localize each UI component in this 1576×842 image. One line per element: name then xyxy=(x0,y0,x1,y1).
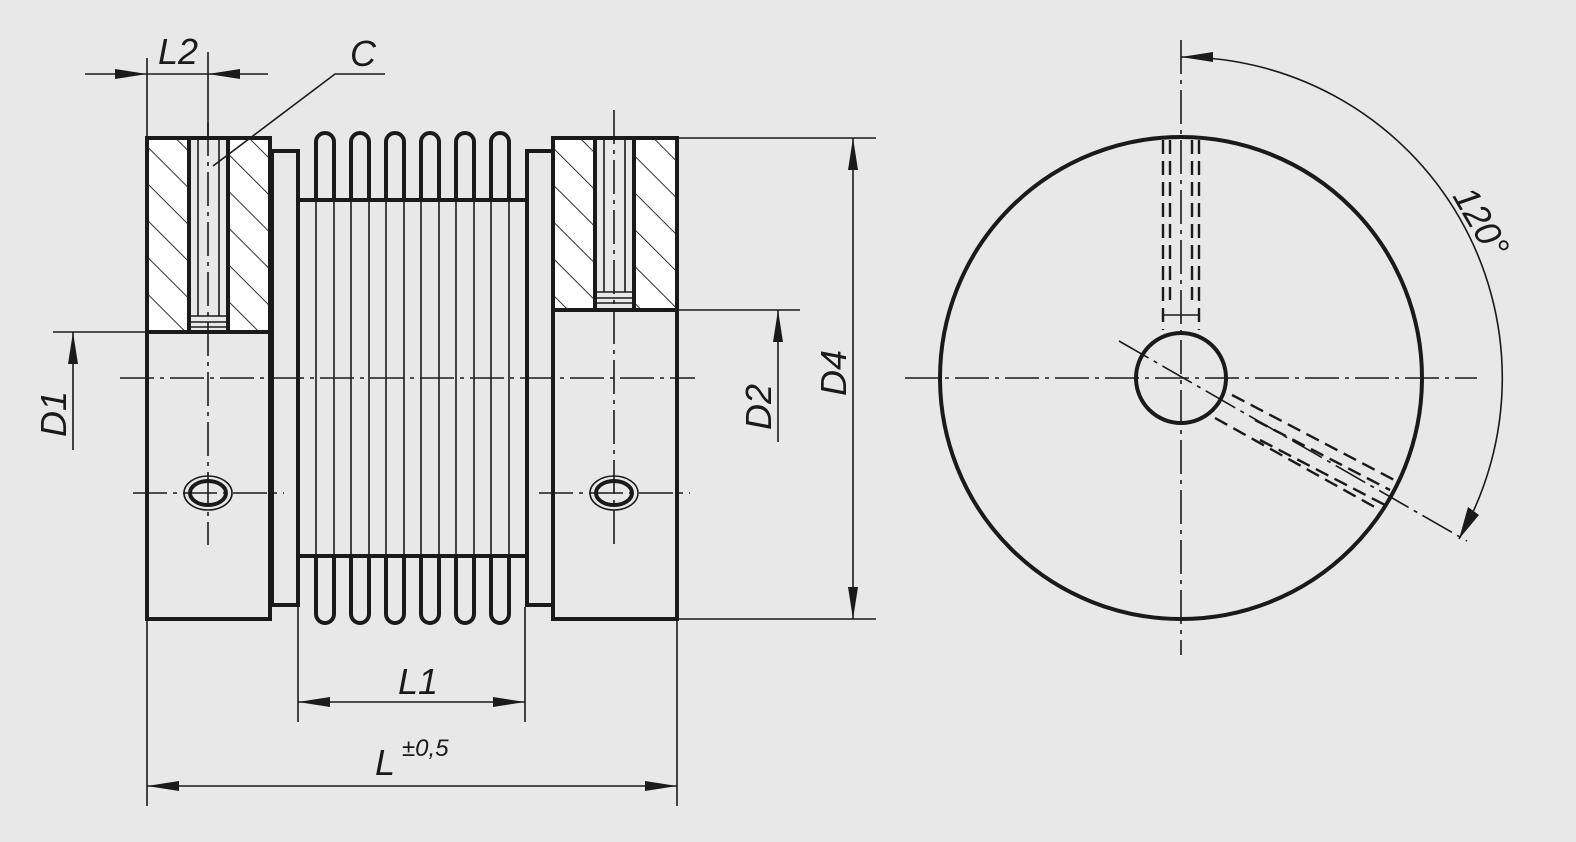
left-hub xyxy=(133,122,284,621)
label-d2: D2 xyxy=(738,384,779,430)
label-d4: D4 xyxy=(813,350,854,396)
label-angle: 120° xyxy=(1445,180,1518,265)
label-tolerance: ±0,5 xyxy=(402,735,449,762)
hidden-bore-vertical xyxy=(1161,140,1201,330)
front-view: 120° xyxy=(905,40,1518,655)
label-l: L xyxy=(375,742,395,783)
dimension-d1: D1 xyxy=(33,331,145,450)
side-view: L2 C D1 D2 D4 xyxy=(33,31,876,806)
dimension-d2: D2 xyxy=(677,309,800,442)
label-l1: L1 xyxy=(398,661,438,702)
dimension-l1: L1 xyxy=(297,607,526,722)
angled-centerline xyxy=(1118,340,1468,542)
dimension-d4: D4 xyxy=(677,137,876,620)
callout-c: C xyxy=(212,33,385,167)
label-l2: L2 xyxy=(158,31,198,72)
right-hub xyxy=(539,110,690,621)
label-d1: D1 xyxy=(33,391,74,437)
label-c: C xyxy=(350,33,377,74)
dimension-angle: 120° xyxy=(1180,52,1518,540)
dimension-l: L ±0,5 xyxy=(146,621,678,806)
dimension-l2: L2 xyxy=(85,31,268,136)
